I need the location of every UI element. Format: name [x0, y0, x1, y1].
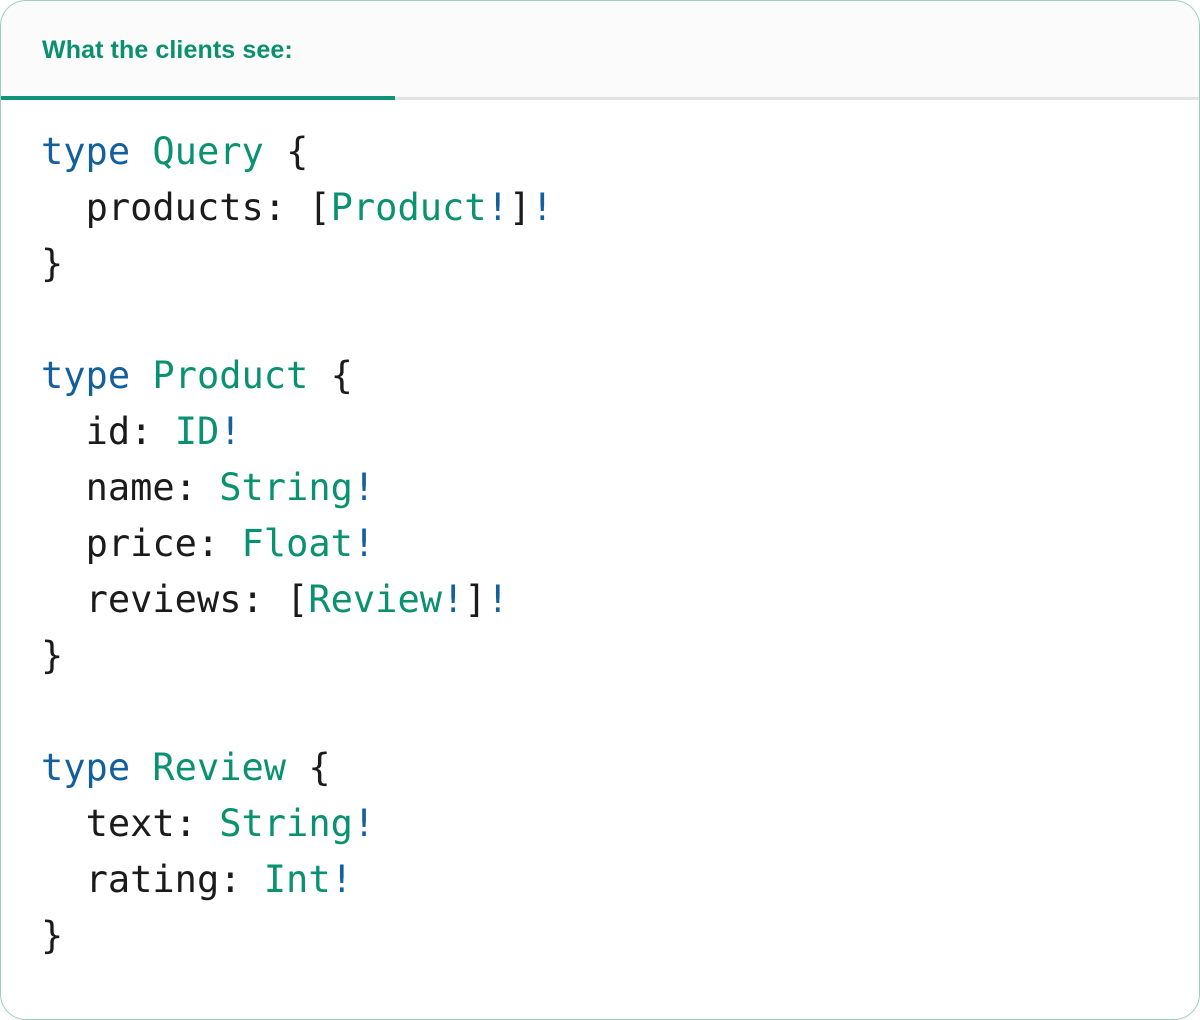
code-token-punc: [308, 354, 330, 397]
tab-what-the-clients-see[interactable]: What the clients see:: [1, 1, 395, 100]
code-token-bang: !: [352, 802, 376, 845]
code-token-punc: [130, 130, 152, 173]
code-token-bang: !: [486, 186, 509, 229]
code-token-punc: :: [174, 802, 220, 845]
code-token-punc: [41, 802, 86, 845]
code-token-kw: type: [41, 746, 131, 789]
code-line: id: ID!: [41, 404, 1199, 460]
code-token-field: name: [85, 466, 175, 509]
code-token-type: Product: [152, 354, 309, 397]
schema-code-block: type Query { products: [Product!]! } typ…: [1, 124, 1199, 964]
tab-bar-divider: [1, 97, 1199, 100]
code-token-punc: [41, 186, 86, 229]
code-token-punc: }: [41, 242, 64, 285]
code-pane[interactable]: type Query { products: [Product!]! } typ…: [1, 100, 1199, 1019]
tab-label: What the clients see:: [42, 36, 293, 64]
code-line: price: Float!: [41, 516, 1199, 572]
code-token-kw: type: [41, 130, 131, 173]
code-line: type Review {: [41, 740, 1199, 796]
code-token-bang: !: [352, 522, 376, 565]
code-token-type: Query: [152, 130, 264, 173]
code-token-punc: :: [241, 578, 287, 621]
code-token-bang: !: [442, 578, 465, 621]
code-token-type: Int: [263, 858, 331, 901]
code-token-punc: :: [196, 522, 242, 565]
code-line: type Query {: [41, 124, 1199, 180]
code-token-punc: [130, 746, 152, 789]
code-token-field: rating: [85, 858, 220, 901]
code-line: name: String!: [41, 460, 1199, 516]
code-token-punc: [41, 522, 86, 565]
code-line: [41, 292, 1199, 348]
code-line: }: [41, 908, 1199, 964]
code-token-field: reviews: [85, 578, 242, 621]
code-line: text: String!: [41, 796, 1199, 852]
tab-bar: What the clients see:: [1, 1, 1199, 100]
code-token-bang: !: [330, 858, 353, 901]
code-token-field: text: [85, 802, 175, 845]
code-token-field: id: [85, 410, 131, 453]
code-line: }: [41, 628, 1199, 684]
code-token-kw: type: [41, 354, 131, 397]
code-token-punc: [41, 466, 86, 509]
code-token-punc: [: [308, 186, 331, 229]
code-token-punc: :: [174, 466, 220, 509]
code-token-punc: :: [130, 410, 175, 453]
code-token-bang: !: [531, 186, 554, 229]
schema-code: type Query { products: [Product!]! } typ…: [41, 124, 1199, 964]
code-line: }: [41, 236, 1199, 292]
code-token-punc: [41, 858, 86, 901]
code-token-punc: :: [263, 186, 309, 229]
code-token-punc: }: [41, 634, 64, 677]
code-token-field: price: [85, 522, 197, 565]
code-token-bang: !: [352, 466, 376, 509]
code-token-type: Product: [330, 186, 487, 229]
code-token-punc: ]: [464, 578, 487, 621]
code-token-field: products: [85, 186, 264, 229]
code-token-punc: [41, 578, 86, 621]
code-line: rating: Int!: [41, 852, 1199, 908]
code-token-type: Review: [152, 746, 287, 789]
code-token-type: String: [219, 466, 353, 509]
code-token-punc: ]: [508, 186, 532, 229]
code-token-punc: [: [286, 578, 309, 621]
code-token-punc: {: [308, 746, 331, 789]
code-token-punc: {: [330, 354, 353, 397]
code-token-bang: !: [219, 410, 242, 453]
code-line: type Product {: [41, 348, 1199, 404]
code-token-bang: !: [486, 578, 509, 621]
code-token-type: Review: [308, 578, 442, 621]
code-token-punc: :: [219, 858, 264, 901]
code-token-punc: }: [41, 914, 64, 957]
code-token-punc: [264, 130, 286, 173]
code-token-punc: {: [286, 130, 309, 173]
code-token-punc: [286, 746, 308, 789]
code-token-type: ID: [174, 410, 220, 453]
code-line: reviews: [Review!]!: [41, 572, 1199, 628]
code-token-type: String: [219, 802, 353, 845]
code-token-punc: [130, 354, 152, 397]
code-token-punc: [41, 410, 86, 453]
code-line: products: [Product!]!: [41, 180, 1199, 236]
code-line: [41, 684, 1199, 740]
code-token-type: Float: [241, 522, 353, 565]
